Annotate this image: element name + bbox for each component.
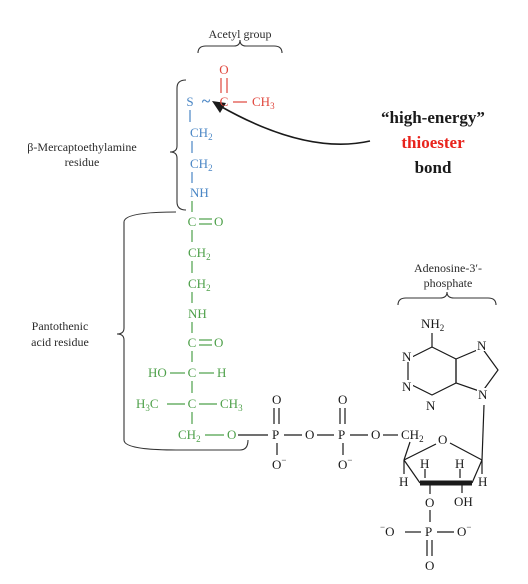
ribose-o-c1 — [449, 442, 483, 461]
ch2-panto-3: CH2 — [178, 427, 201, 444]
thioester-bond-tilde: ~ — [202, 93, 211, 110]
ch2-panto-2: CH2 — [188, 276, 211, 293]
adenosine-brace — [397, 291, 497, 306]
ribose-c4-o — [403, 443, 437, 461]
phosphorus-3: P — [425, 524, 432, 539]
bridge-oxygen: O — [305, 427, 314, 442]
n7-mask — [476, 339, 488, 351]
adenosine-label-line2: phosphate — [424, 276, 473, 290]
adenine-n1: N — [402, 349, 412, 364]
p2-double-o: O — [338, 392, 347, 407]
n1-mask — [401, 350, 413, 362]
adenine-n3: N — [402, 379, 412, 394]
ribose-c1-c2 — [471, 459, 483, 484]
p2-ominus: O− — [338, 455, 352, 472]
amide1-oxygen: O — [214, 214, 223, 229]
pantothenic-label-line2: acid residue — [31, 335, 89, 349]
ribose-ring-oxygen: O — [438, 432, 447, 447]
quaternary-carbon: C — [188, 396, 197, 411]
callout-arrow — [219, 105, 371, 145]
ribose-c4-c3 — [403, 459, 421, 484]
mercapto-label-line1: β-Mercaptoethylamine — [27, 140, 136, 154]
c2-hydroxyl: OH — [454, 494, 473, 509]
pantothenic-label-line1: Pantothenic — [32, 319, 89, 333]
adenine-n-bottom: N — [426, 398, 436, 413]
callout-bond: bond — [415, 158, 452, 177]
n3b-mask — [426, 397, 438, 409]
n9-mask — [477, 388, 489, 400]
p3-ominus-right: O− — [457, 522, 471, 539]
c3-phosphate-oxygen: O — [425, 495, 434, 510]
amide-carbon-2: C — [188, 335, 197, 350]
adenine-n9: N — [478, 387, 488, 402]
sulfur-atom: S — [186, 94, 193, 109]
pantothenic-brace — [116, 211, 249, 451]
c2-hydrogen: H — [455, 456, 464, 471]
amide2-oxygen: O — [214, 335, 223, 350]
ester-oxygen-ribose: O — [371, 427, 380, 442]
choh-hydrogen: H — [217, 365, 226, 380]
c4-hydrogen: H — [399, 474, 408, 489]
callout-arrowhead-icon — [212, 101, 226, 113]
nh-panto: NH — [188, 306, 207, 321]
adenine-pyrimidine-ring — [407, 346, 457, 396]
hydroxyl-ho: HO — [148, 365, 167, 380]
ch2-c4-bond — [403, 441, 411, 461]
phosphorus-2: P — [338, 427, 345, 442]
p3-double-oxygen: O — [425, 558, 434, 573]
phosphorus-1: P — [272, 427, 279, 442]
ch2-panto-1: CH2 — [188, 245, 211, 262]
mercapto-brace — [169, 79, 187, 211]
adenine-imidazole-ring — [455, 347, 499, 393]
ch2-mercapto-2: CH2 — [190, 156, 213, 173]
methyl-right: CH3 — [220, 396, 243, 413]
callout-thioester: thioester — [401, 133, 465, 152]
adenine-amino: NH2 — [421, 316, 444, 333]
acetyl-carbonyl-o: O — [219, 62, 228, 77]
nh-mercapto: NH — [190, 185, 209, 200]
acetyl-brace — [197, 39, 283, 54]
p3-ominus-left: −O — [380, 522, 394, 539]
methyl-left: H3C — [136, 396, 159, 413]
callout-high-energy: “high-energy” — [381, 108, 485, 127]
ester-oxygen-green: O — [227, 427, 236, 442]
adenosine-label-line1: Adenosine-3′- — [414, 261, 482, 275]
p1-double-o: O — [272, 392, 281, 407]
acetyl-carbon: C — [220, 94, 229, 109]
ch2-ribose: CH2 — [401, 427, 424, 444]
acetyl-group-label: Acetyl group — [209, 27, 272, 41]
c3-hydrogen: H — [420, 456, 429, 471]
acetyl-methyl: CH3 — [252, 94, 275, 111]
c1-n9-bond — [481, 404, 485, 461]
amide-carbon-1: C — [188, 214, 197, 229]
ch2-mercapto-1: CH2 — [190, 125, 213, 142]
mercapto-label-line2: residue — [65, 155, 100, 169]
adenine-n7: N — [477, 338, 487, 353]
p1-ominus: O− — [272, 455, 286, 472]
c1-hydrogen: H — [478, 474, 487, 489]
choh-carbon: C — [188, 365, 197, 380]
n3-mask — [401, 380, 413, 392]
